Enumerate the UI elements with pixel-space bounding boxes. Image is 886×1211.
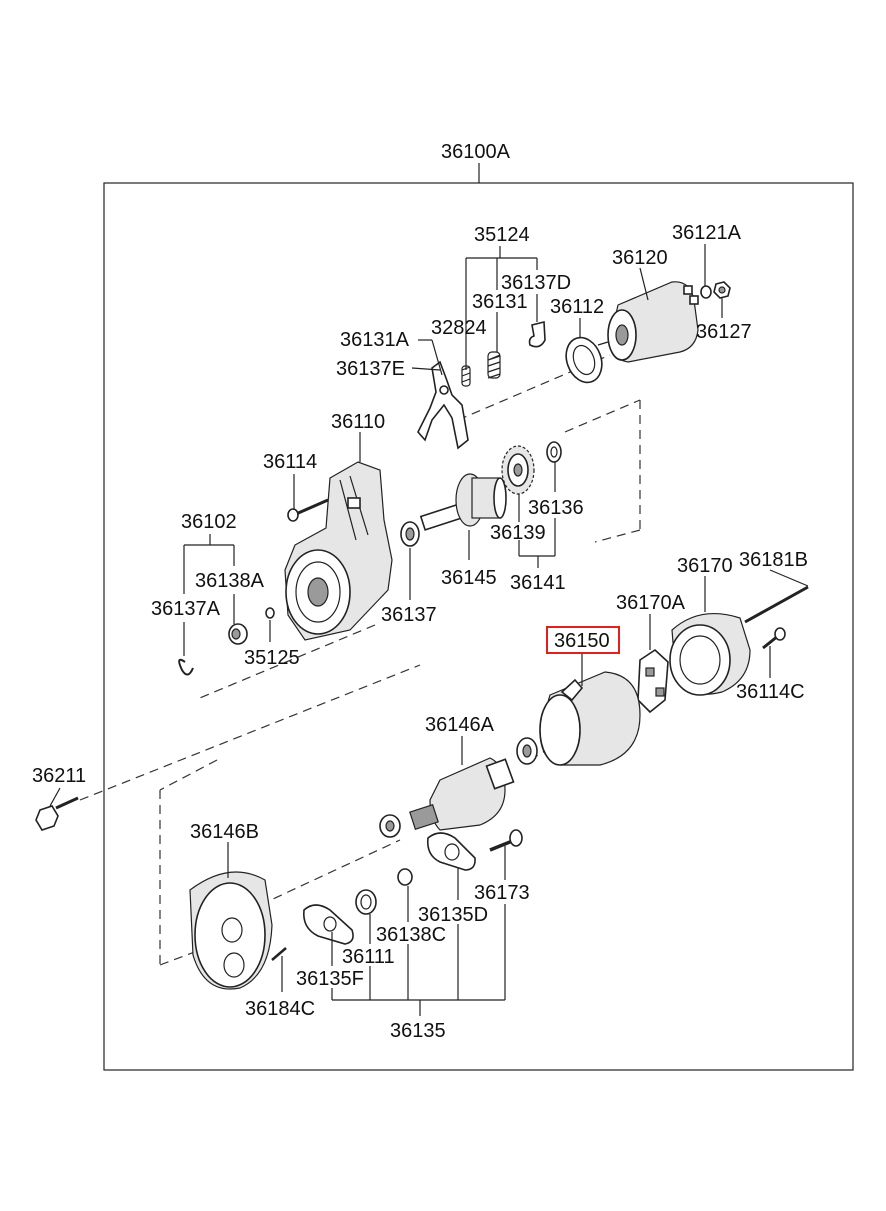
label-36120[interactable]: 36120 bbox=[612, 247, 668, 269]
label-36131A[interactable]: 36131A bbox=[340, 329, 410, 351]
label-36211[interactable]: 36211 bbox=[32, 765, 86, 787]
yoke-assembly-drawing bbox=[539, 671, 641, 766]
plate-36135F-drawing bbox=[302, 904, 354, 945]
label-36136[interactable]: 36136 bbox=[528, 497, 584, 519]
part-labels: 36100A 35124 36137D 36131 32824 36131A 3… bbox=[32, 141, 808, 1042]
ring-36137A-drawing bbox=[178, 658, 194, 676]
label-36114[interactable]: 36114 bbox=[263, 451, 317, 473]
label-36138A[interactable]: 36138A bbox=[195, 570, 265, 592]
armature-drawing bbox=[379, 737, 538, 838]
bolt-36211-drawing bbox=[35, 796, 79, 831]
label-35125[interactable]: 35125 bbox=[244, 647, 300, 669]
spring-36131-drawing bbox=[487, 351, 501, 379]
label-36127[interactable]: 36127 bbox=[696, 321, 752, 343]
label-35124[interactable]: 35124 bbox=[474, 224, 530, 246]
label-36102[interactable]: 36102 bbox=[181, 511, 237, 533]
plug-35125-drawing bbox=[265, 607, 275, 619]
bolt-36114C-drawing bbox=[762, 627, 786, 650]
label-36146B[interactable]: 36146B bbox=[190, 821, 259, 843]
drive-housing-drawing bbox=[284, 461, 393, 641]
label-36137A[interactable]: 36137A bbox=[151, 598, 221, 620]
label-36145[interactable]: 36145 bbox=[441, 567, 497, 589]
plate-36135D-drawing bbox=[426, 832, 476, 871]
label-36184C[interactable]: 36184C bbox=[245, 998, 315, 1020]
washer-36111-drawing bbox=[355, 889, 377, 915]
label-36181B[interactable]: 36181B bbox=[739, 549, 808, 571]
label-36135[interactable]: 36135 bbox=[390, 1020, 446, 1042]
solenoid-drawing bbox=[597, 281, 699, 363]
washer-36121A-drawing bbox=[700, 285, 712, 299]
label-36121A[interactable]: 36121A bbox=[672, 222, 742, 244]
label-36141[interactable]: 36141 bbox=[510, 572, 566, 594]
washer-36136-drawing bbox=[546, 441, 562, 463]
bushing-36138A-drawing bbox=[228, 623, 248, 645]
label-36139[interactable]: 36139 bbox=[490, 522, 546, 544]
bearing-36137-drawing bbox=[400, 521, 420, 547]
leader-lines bbox=[49, 244, 809, 1016]
label-36114C[interactable]: 36114C bbox=[736, 681, 805, 703]
label-36137E[interactable]: 36137E bbox=[336, 358, 405, 380]
nut-36127-drawing bbox=[713, 281, 731, 299]
washer-36138C-drawing bbox=[397, 868, 413, 886]
label-36170A[interactable]: 36170A bbox=[616, 592, 686, 614]
label-36137D[interactable]: 36137D bbox=[501, 272, 571, 294]
gasket-36112-drawing bbox=[565, 336, 603, 384]
label-36135F[interactable]: 36135F bbox=[296, 968, 364, 990]
label-36112[interactable]: 36112 bbox=[550, 296, 604, 318]
assembly-guide-lines bbox=[79, 354, 641, 966]
bolt-36173-drawing bbox=[489, 829, 523, 852]
overrunning-clutch-drawing bbox=[419, 473, 507, 531]
pinion-gear-drawing bbox=[501, 445, 535, 495]
clip-36137D-drawing bbox=[528, 320, 546, 348]
label-36146A[interactable]: 36146A bbox=[425, 714, 495, 736]
brush-holder-drawing bbox=[637, 648, 669, 714]
label-36138C[interactable]: 36138C bbox=[376, 924, 446, 946]
front-cover-36146B-drawing bbox=[189, 871, 273, 990]
label-36150[interactable]: 36150 bbox=[554, 630, 610, 652]
bolt-36114-drawing bbox=[287, 498, 329, 522]
label-36173[interactable]: 36173 bbox=[474, 882, 530, 904]
label-36170[interactable]: 36170 bbox=[677, 555, 733, 577]
label-36137[interactable]: 36137 bbox=[381, 604, 437, 626]
label-32824[interactable]: 32824 bbox=[431, 317, 487, 339]
through-bolt-drawing bbox=[744, 585, 809, 624]
label-36100A[interactable]: 36100A bbox=[441, 141, 511, 163]
label-36135D[interactable]: 36135D bbox=[418, 904, 488, 926]
label-36110[interactable]: 36110 bbox=[331, 411, 385, 433]
highlight-box bbox=[546, 626, 620, 654]
rear-cover-36170-drawing bbox=[669, 612, 751, 696]
screw-36184C-drawing bbox=[271, 947, 287, 961]
label-36111[interactable]: 36111 bbox=[342, 946, 395, 968]
shift-lever-drawing bbox=[417, 360, 469, 450]
label-36131[interactable]: 36131 bbox=[472, 291, 528, 313]
